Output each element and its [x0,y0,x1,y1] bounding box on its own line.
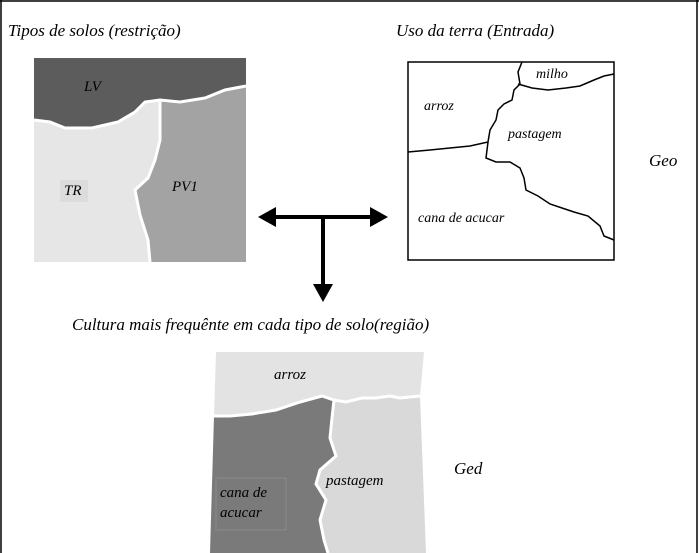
geo-label: Geo [649,151,678,170]
land-use-boundary-pastagem [485,141,615,241]
soil-region-tr [34,100,160,262]
result-map [210,352,426,553]
result-region-right [316,396,426,553]
result-region-left [210,396,336,553]
soil-map [33,58,247,263]
soil-region-pv1 [135,86,246,262]
soil-label-pv1: PV1 [172,179,198,195]
land-use-title: Uso da terra (Entrada) [396,21,555,40]
soil-tr-label-box [60,180,88,202]
land-use-boundary-milho-east [517,73,615,91]
soil-boundary-tr-pv1 [133,100,162,263]
result-region-top [214,352,424,416]
land-use-label-arroz: arroz [424,99,454,114]
left-arrowhead [258,207,276,227]
land-use-map [407,61,615,261]
right-arrowhead [370,207,388,227]
result-label-cana-line1: cana de [220,485,268,501]
land-use-label-milho: milho [536,67,568,82]
soil-boundary-lv [33,84,247,130]
down-arrowhead [313,284,333,302]
result-map-title: Cultura mais frequênte em cada tipo de s… [72,315,430,334]
result-label-arroz: arroz [274,367,306,383]
land-use-label-pastagem: pastagem [508,127,562,142]
result-left-label-box [215,477,287,531]
soil-label-lv: LV [84,79,101,95]
result-label-pastagem: pastagem [326,473,384,489]
soil-label-tr: TR [64,183,82,199]
soil-region-lv [34,58,246,128]
flow-arrows [258,207,388,302]
soil-map-title: Tipos de solos (restrição) [8,21,181,40]
result-label-cana-line2: acucar [220,505,262,521]
land-use-map-border [407,61,615,261]
ged-label: Ged [454,459,483,478]
result-boundary-middle [314,399,338,553]
land-use-label-cana: cana de acucar [418,211,505,226]
